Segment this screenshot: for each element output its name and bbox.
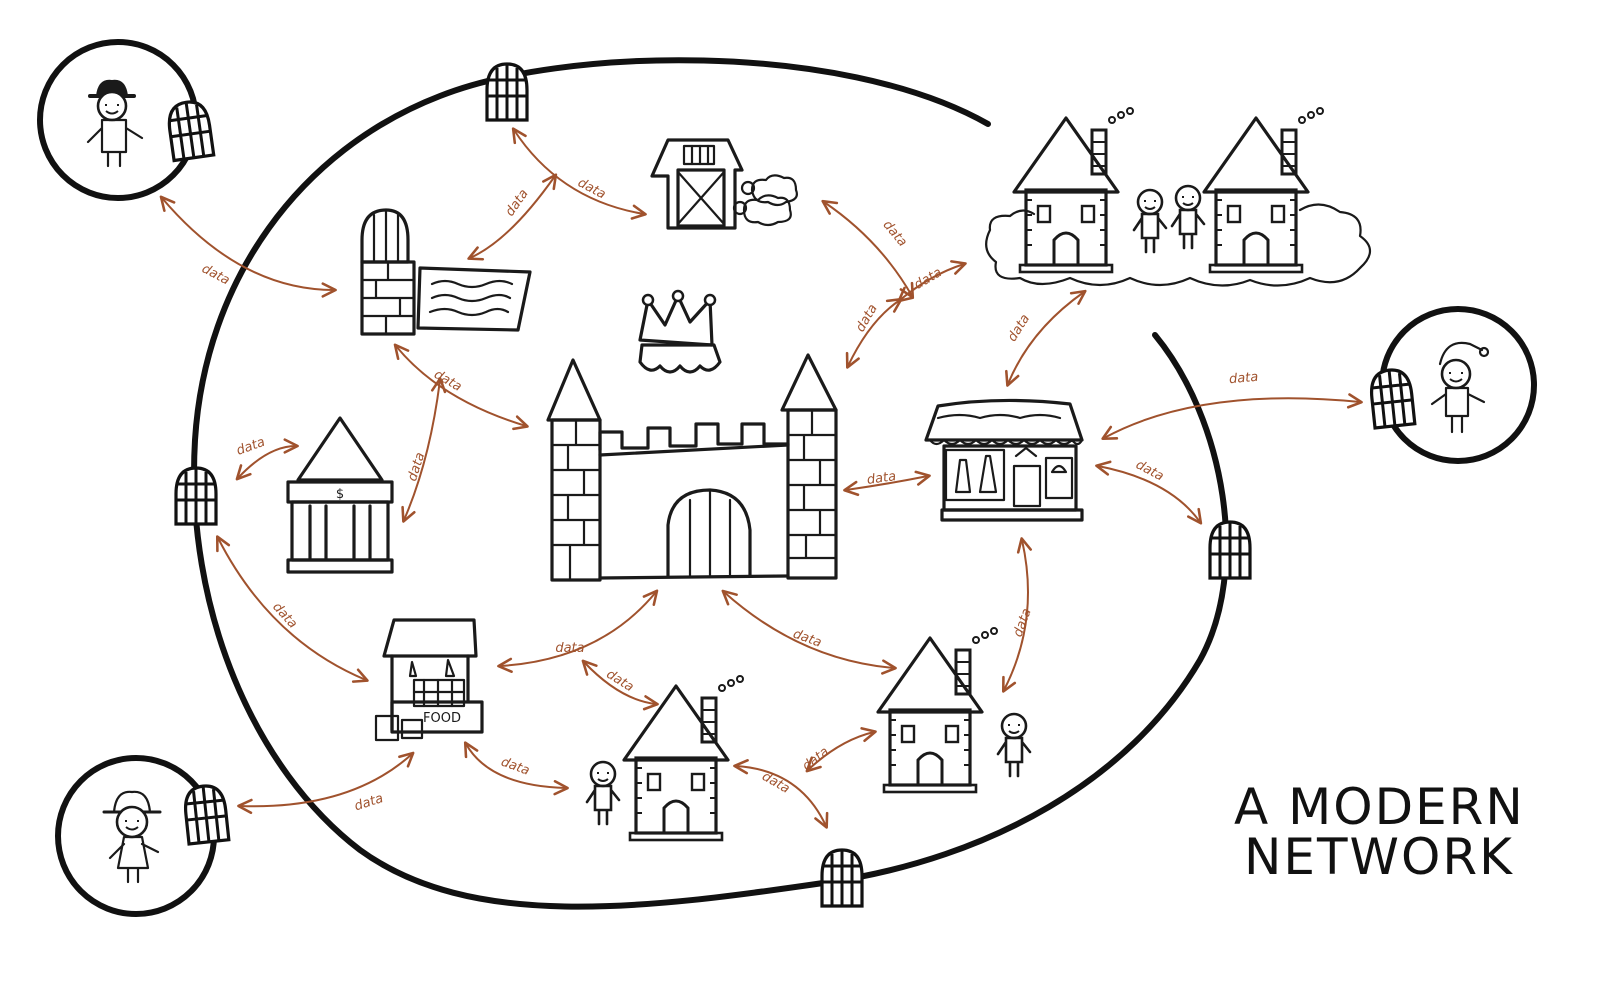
data-arrow (215, 535, 369, 683)
castle-icon (546, 353, 838, 582)
crown-icon (638, 289, 722, 374)
data-arrow (467, 173, 558, 261)
data-arrow (845, 297, 903, 369)
data-label: data (234, 435, 267, 459)
data-label: data (912, 265, 945, 293)
data-arrow (1101, 393, 1363, 441)
data-label: data (880, 218, 910, 250)
data-arrow (1001, 537, 1032, 693)
person-icon (86, 79, 144, 168)
gate-door-icon[interactable] (1208, 520, 1252, 580)
data-arrow (843, 470, 931, 497)
data-arrow (237, 751, 415, 815)
data-connections (159, 127, 1363, 829)
data-label: data (866, 469, 897, 488)
title-line-2: NETWORK (1244, 828, 1514, 886)
data-arrow (235, 438, 299, 481)
data-arrow (733, 759, 829, 829)
food-stall-icon: FOOD (374, 618, 484, 742)
person-icon (1170, 184, 1206, 250)
clothing-shop-icon (924, 398, 1084, 522)
data-label: data (1228, 370, 1259, 387)
data-arrow (393, 343, 529, 431)
sheep-icon (732, 174, 798, 227)
gate-door-icon[interactable] (164, 97, 216, 163)
data-label: data (1011, 606, 1035, 639)
data-arrow (463, 741, 569, 796)
bank-sign: $ (336, 487, 344, 502)
house-icon (1012, 106, 1135, 274)
gate-door-icon[interactable] (820, 848, 864, 908)
data-arrow (1095, 460, 1203, 525)
data-label: data (499, 755, 532, 779)
data-label: data (199, 261, 232, 288)
house-icon (876, 626, 999, 794)
data-arrow (581, 659, 659, 711)
data-label: data (405, 451, 428, 484)
data-label: data (1005, 312, 1033, 345)
data-label: data (759, 769, 792, 797)
gate-door-icon[interactable] (1367, 366, 1417, 430)
title-line-1: A MODERN (1234, 778, 1525, 836)
data-label: data (503, 187, 532, 220)
person-icon (102, 790, 162, 884)
data-label: data (353, 791, 386, 814)
bank-icon: $ (286, 416, 394, 574)
gate-door-icon[interactable] (181, 782, 231, 846)
data-arrow (721, 589, 897, 675)
data-label: data (1133, 457, 1166, 484)
data-arrow (497, 589, 659, 673)
data-arrow (1005, 289, 1087, 387)
network-boundary (191, 57, 1230, 910)
data-arrow (511, 127, 647, 220)
cloud-icon (985, 203, 1372, 287)
data-label: data (269, 600, 300, 632)
person-icon (585, 760, 621, 826)
gate-door-icon[interactable] (485, 62, 529, 122)
data-arrow (897, 260, 967, 303)
person-icon (996, 712, 1032, 778)
data-label: data (555, 641, 584, 656)
library-tower-icon (360, 208, 532, 336)
data-arrow (159, 195, 337, 298)
person-icon (1430, 341, 1490, 434)
gate-door-icon[interactable] (174, 466, 218, 526)
house-icon (1202, 106, 1325, 274)
data-label: data (853, 302, 881, 335)
data-labels: datadatadatadatadatadatadatadatadatadata… (199, 175, 1259, 814)
food-sign: FOOD (423, 711, 461, 726)
data-arrow (401, 377, 447, 523)
person-icon (1132, 188, 1168, 254)
barn-icon (650, 138, 744, 230)
data-label: data (800, 744, 832, 774)
